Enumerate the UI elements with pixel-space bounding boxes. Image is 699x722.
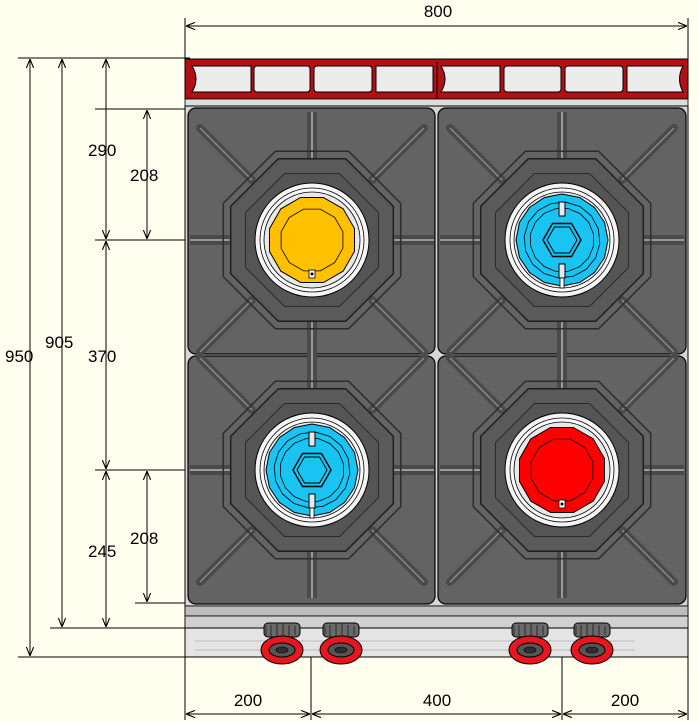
burner-bottom-left [190, 342, 434, 598]
burner-bottom-right [440, 342, 684, 598]
dim-label-290: 290 [88, 141, 116, 160]
burners [190, 112, 684, 598]
dim-label-200-right: 200 [611, 691, 639, 710]
dimension-labels: 800 950 905 290 208 370 245 208 200 400 … [5, 2, 639, 710]
control-knob[interactable] [570, 622, 614, 665]
dim-label-208-lower: 208 [130, 529, 158, 548]
control-knob[interactable] [319, 622, 363, 665]
control-knob[interactable] [508, 622, 552, 665]
dim-label-950: 950 [5, 347, 33, 366]
dim-label-370: 370 [88, 347, 116, 366]
dim-label-245: 245 [88, 542, 116, 561]
control-knob[interactable] [260, 622, 304, 665]
dim-label-208-upper: 208 [130, 166, 158, 185]
burner-top-left [190, 112, 434, 368]
burner-top-right [440, 112, 684, 368]
dim-label-400: 400 [423, 691, 451, 710]
knobs [260, 622, 614, 665]
backsplash [184, 58, 689, 107]
dim-label-200-left: 200 [234, 691, 262, 710]
dimension-lines [30, 26, 687, 714]
dim-label-800: 800 [424, 2, 452, 21]
dim-label-905: 905 [45, 333, 73, 352]
